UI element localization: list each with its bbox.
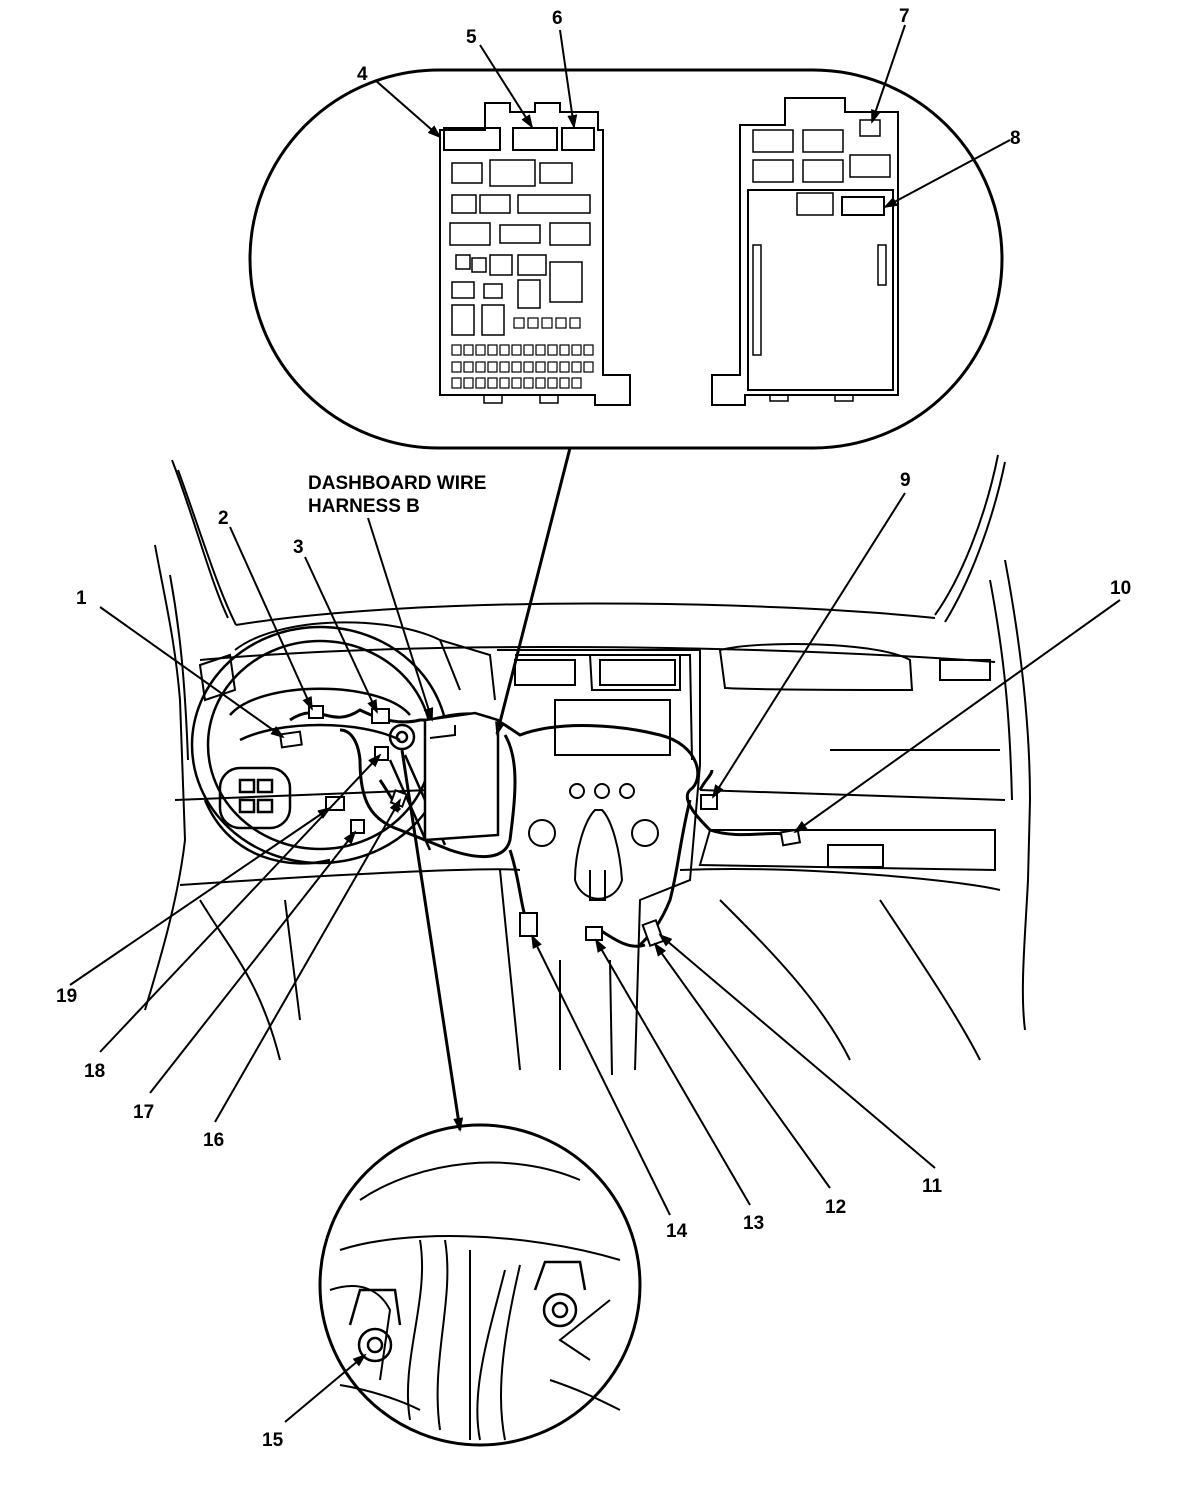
callout-3: 3 xyxy=(293,537,304,558)
callout-13: 13 xyxy=(743,1213,764,1234)
callout-1: 1 xyxy=(76,588,87,609)
connectors xyxy=(278,705,802,948)
callout-labels: 1 2 3 4 5 6 7 8 9 10 11 12 13 14 15 16 1… xyxy=(56,6,1131,1451)
callout-15: 15 xyxy=(262,1430,284,1451)
callout-16: 16 xyxy=(203,1130,224,1151)
callout-6: 6 xyxy=(552,8,563,29)
fuse-box-inset xyxy=(248,68,1004,450)
callout-19: 19 xyxy=(56,986,77,1007)
callout-8: 8 xyxy=(1010,128,1021,149)
title-line-2: HARNESS B xyxy=(308,496,420,517)
callout-17: 17 xyxy=(133,1102,154,1123)
callout-11: 11 xyxy=(922,1176,943,1197)
callout-12: 12 xyxy=(825,1197,846,1218)
control-unit xyxy=(423,711,500,842)
callout-9: 9 xyxy=(900,470,911,491)
callout-2: 2 xyxy=(218,508,229,529)
callout-4: 4 xyxy=(357,64,368,85)
fuse-box-rear-view xyxy=(711,97,899,406)
ground-point xyxy=(388,723,416,751)
instrument-hood xyxy=(234,621,496,701)
title-line-1: DASHBOARD WIRE xyxy=(308,473,486,494)
dashboard-outline xyxy=(144,454,1032,1076)
callout-10: 10 xyxy=(1110,578,1131,599)
callout-18: 18 xyxy=(84,1061,105,1082)
callout-5: 5 xyxy=(466,27,477,48)
title-label: DASHBOARD WIRE HARNESS B xyxy=(308,473,486,517)
callout-7: 7 xyxy=(899,6,910,27)
leader-lines xyxy=(69,24,1121,1423)
fuse-box-front-view xyxy=(439,102,631,406)
ground-bolt-inset xyxy=(318,1123,642,1447)
callout-14: 14 xyxy=(666,1221,688,1242)
